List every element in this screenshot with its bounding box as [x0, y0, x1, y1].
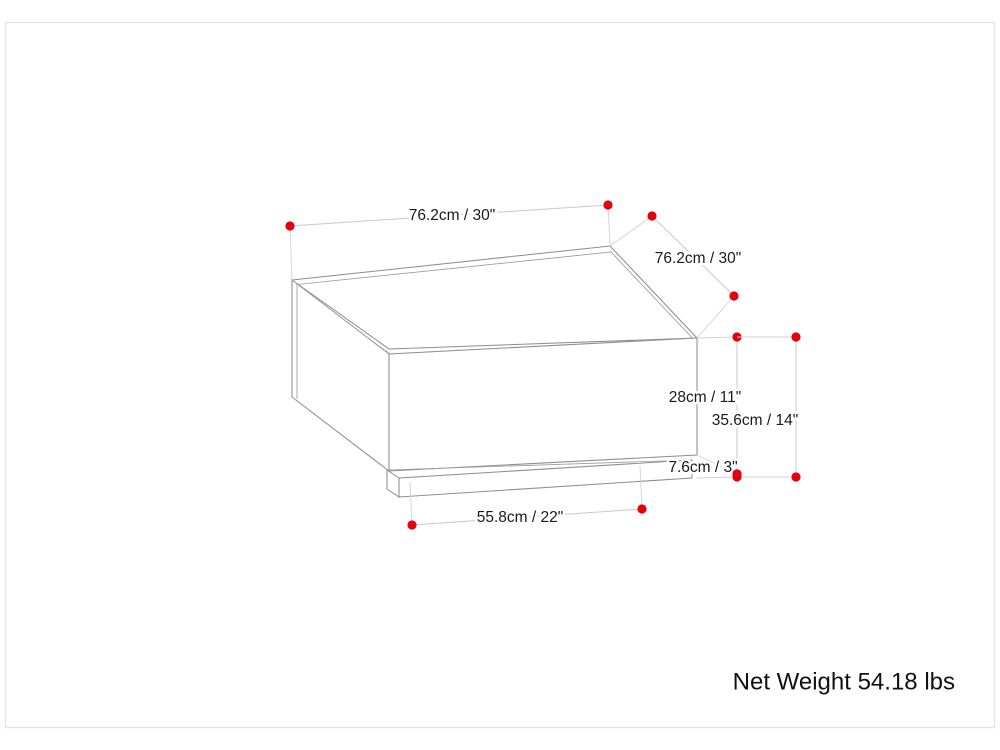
extension-line-width-top-1 [607, 204, 611, 247]
coffee-table-illustration [290, 245, 699, 498]
dimension-endpoint-marker [407, 520, 417, 530]
dimension-endpoint-marker [729, 291, 739, 301]
extension-line-depth-right-1 [696, 295, 735, 339]
dimension-label-base-width: 55.8cm / 22" [477, 509, 564, 526]
dimension-endpoint-marker [647, 211, 657, 221]
dimension-line-base-width [411, 508, 643, 526]
dimension-endpoint-marker [285, 221, 295, 231]
extension-line-body-height-1 [696, 454, 738, 475]
table-base-top-edge [386, 459, 693, 471]
net-weight-label: Net Weight 54.18 lbs [733, 668, 955, 695]
dimension-endpoint-marker [791, 332, 801, 342]
dimension-label-width-top: 76.2cm / 30" [409, 207, 496, 224]
dimension-endpoint-marker [732, 472, 742, 482]
dimension-width-top: 76.2cm / 30" [285, 200, 613, 281]
extension-line-base-width-0 [409, 481, 413, 526]
dimension-label-body-height: 28cm / 11" [669, 389, 741, 406]
dimension-label-depth-right: 76.2cm / 30" [655, 250, 742, 267]
extension-line-width-top-0 [289, 225, 293, 281]
dimension-endpoint-marker [637, 504, 647, 514]
dimension-line-width-top [289, 204, 609, 227]
dimension-depth-right: 76.2cm / 30" [609, 211, 744, 339]
dimension-label-total-height: 35.6cm / 14" [712, 412, 799, 429]
table-base-left [386, 469, 400, 498]
extension-line-depth-right-0 [609, 215, 653, 247]
table-front-face [388, 337, 698, 472]
page-frame-border [4, 21, 996, 729]
extension-line-base-width-1 [639, 465, 643, 510]
dimension-total-height: 35.6cm / 14" [709, 332, 801, 482]
extension-line-base-height-0 [696, 476, 738, 479]
table-hidden-edges [291, 279, 390, 401]
dimension-base-width: 55.8cm / 22" [407, 465, 647, 530]
dimension-endpoint-marker [603, 200, 613, 210]
dimension-base-height: 7.6cm / 3" [666, 457, 742, 482]
dimension-annotations: 76.2cm / 30" 76.2cm / 30" 28cm / 11" 35.6cm… [285, 200, 801, 530]
dimension-endpoint-marker [791, 472, 801, 482]
extension-line-body-height-0 [696, 336, 738, 339]
dimension-line-depth-right [651, 215, 735, 297]
dimension-label-base-height: 7.6cm / 3" [668, 459, 737, 476]
